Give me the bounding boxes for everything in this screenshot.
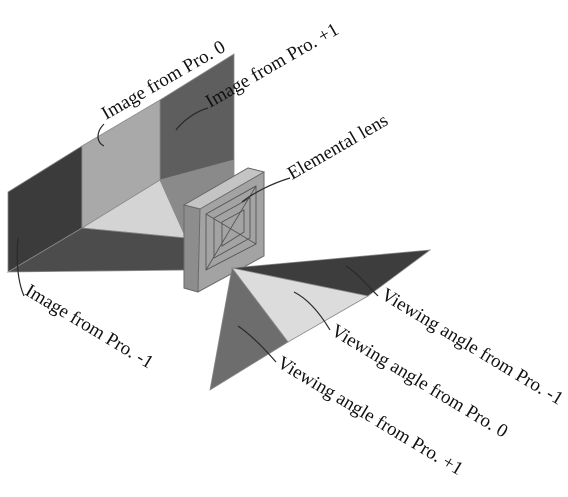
- label-image-pro-minus1: Image from Pro. -1: [21, 280, 157, 373]
- label-elemental-lens: Elemental lens: [284, 110, 392, 184]
- leader-image-pro-0: [97, 123, 105, 147]
- lens-side-face: [183, 204, 201, 293]
- leader-viewing-pro-minus1: [345, 265, 379, 297]
- lens-diagonal-2: [205, 185, 257, 271]
- leader-viewing-pro-0: [293, 291, 331, 331]
- leader-viewing-pro-plus1: [237, 325, 277, 363]
- elemental-lens: [182, 167, 266, 293]
- label-viewing-pro-minus1: Viewing angle from Pro. -1: [377, 284, 566, 409]
- lens-inner-square-2: [213, 197, 251, 259]
- viewing-fans: [209, 249, 432, 391]
- viewing-fan-pro-plus1: [209, 267, 289, 391]
- leader-lines: [16, 107, 379, 363]
- leader-image-pro-plus1: [175, 107, 209, 131]
- lens-inner-square-3: [221, 209, 245, 247]
- lens-diagonal-1: [205, 213, 257, 245]
- label-viewing-pro-plus1: Viewing angle from Pro. +1: [273, 352, 466, 480]
- leader-image-pro-minus1: [16, 237, 25, 297]
- leader-elemental-lens: [241, 177, 291, 203]
- label-viewing-pro-0: Viewing angle from Pro. 0: [327, 320, 511, 442]
